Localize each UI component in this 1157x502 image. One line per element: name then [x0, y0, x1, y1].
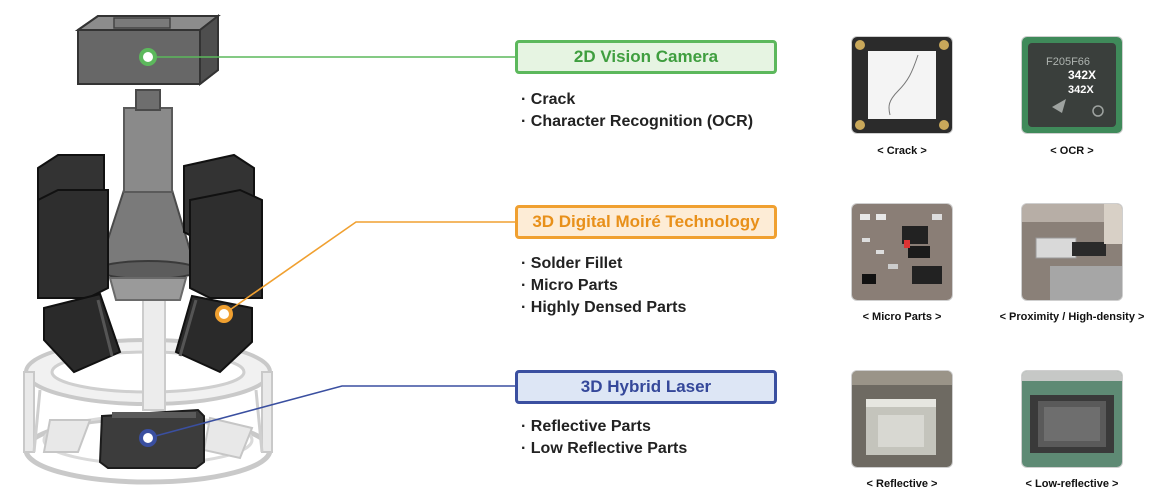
high-density-sample-image — [1022, 204, 1122, 300]
crack-sample-image — [852, 37, 952, 133]
micro-parts-caption: < Micro Parts > — [862, 311, 942, 323]
camera-column — [96, 89, 199, 301]
low-reflective-sample-image — [1022, 371, 1122, 467]
low-reflective-caption: < Low-reflective > — [1025, 478, 1119, 490]
laser-feature-list: Reflective Parts Low Reflective Parts — [521, 416, 688, 460]
camera-label: 2D Vision Camera — [515, 40, 777, 74]
moire-feature: Solder Fillet — [521, 253, 686, 275]
laser-feature: Reflective Parts — [521, 416, 687, 438]
moire-label: 3D Digital Moiré Technology — [515, 205, 777, 239]
laser-label: 3D Hybrid Laser — [515, 370, 777, 404]
camera-feature-list: Crack Character Recognition (OCR) — [521, 89, 753, 133]
camera-marker-dot — [139, 48, 157, 66]
crack-caption: < Crack > — [877, 145, 927, 157]
micro-parts-sample-image — [852, 204, 952, 300]
high-density-caption: < Proximity / High-density > — [999, 311, 1145, 323]
moire-projectors — [37, 153, 263, 374]
reflective-caption: < Reflective > — [866, 478, 938, 490]
ocr-sample-image: F205F66 342X 342X — [1022, 37, 1122, 133]
reflective-sample-image — [852, 371, 952, 467]
machine-illustration — [23, 13, 515, 485]
camera-feature: Crack — [521, 89, 753, 111]
moire-feature-list: Solder Fillet Micro Parts Highly Densed … — [521, 253, 687, 319]
moire-feature: Highly Densed Parts — [521, 297, 687, 319]
moire-feature: Micro Parts — [521, 275, 686, 297]
ocr-chip-text: 342X — [1068, 84, 1094, 96]
connector-lines — [139, 48, 515, 447]
ocr-caption: < OCR > — [1050, 145, 1094, 157]
moire-marker-dot — [215, 305, 233, 323]
camera-feature: Character Recognition (OCR) — [521, 111, 753, 133]
laser-marker-dot — [139, 429, 157, 447]
ocr-chip-text: F205F66 — [1046, 56, 1090, 68]
laser-feature: Low Reflective Parts — [521, 438, 688, 460]
ocr-chip-text: 342X — [1068, 68, 1096, 82]
